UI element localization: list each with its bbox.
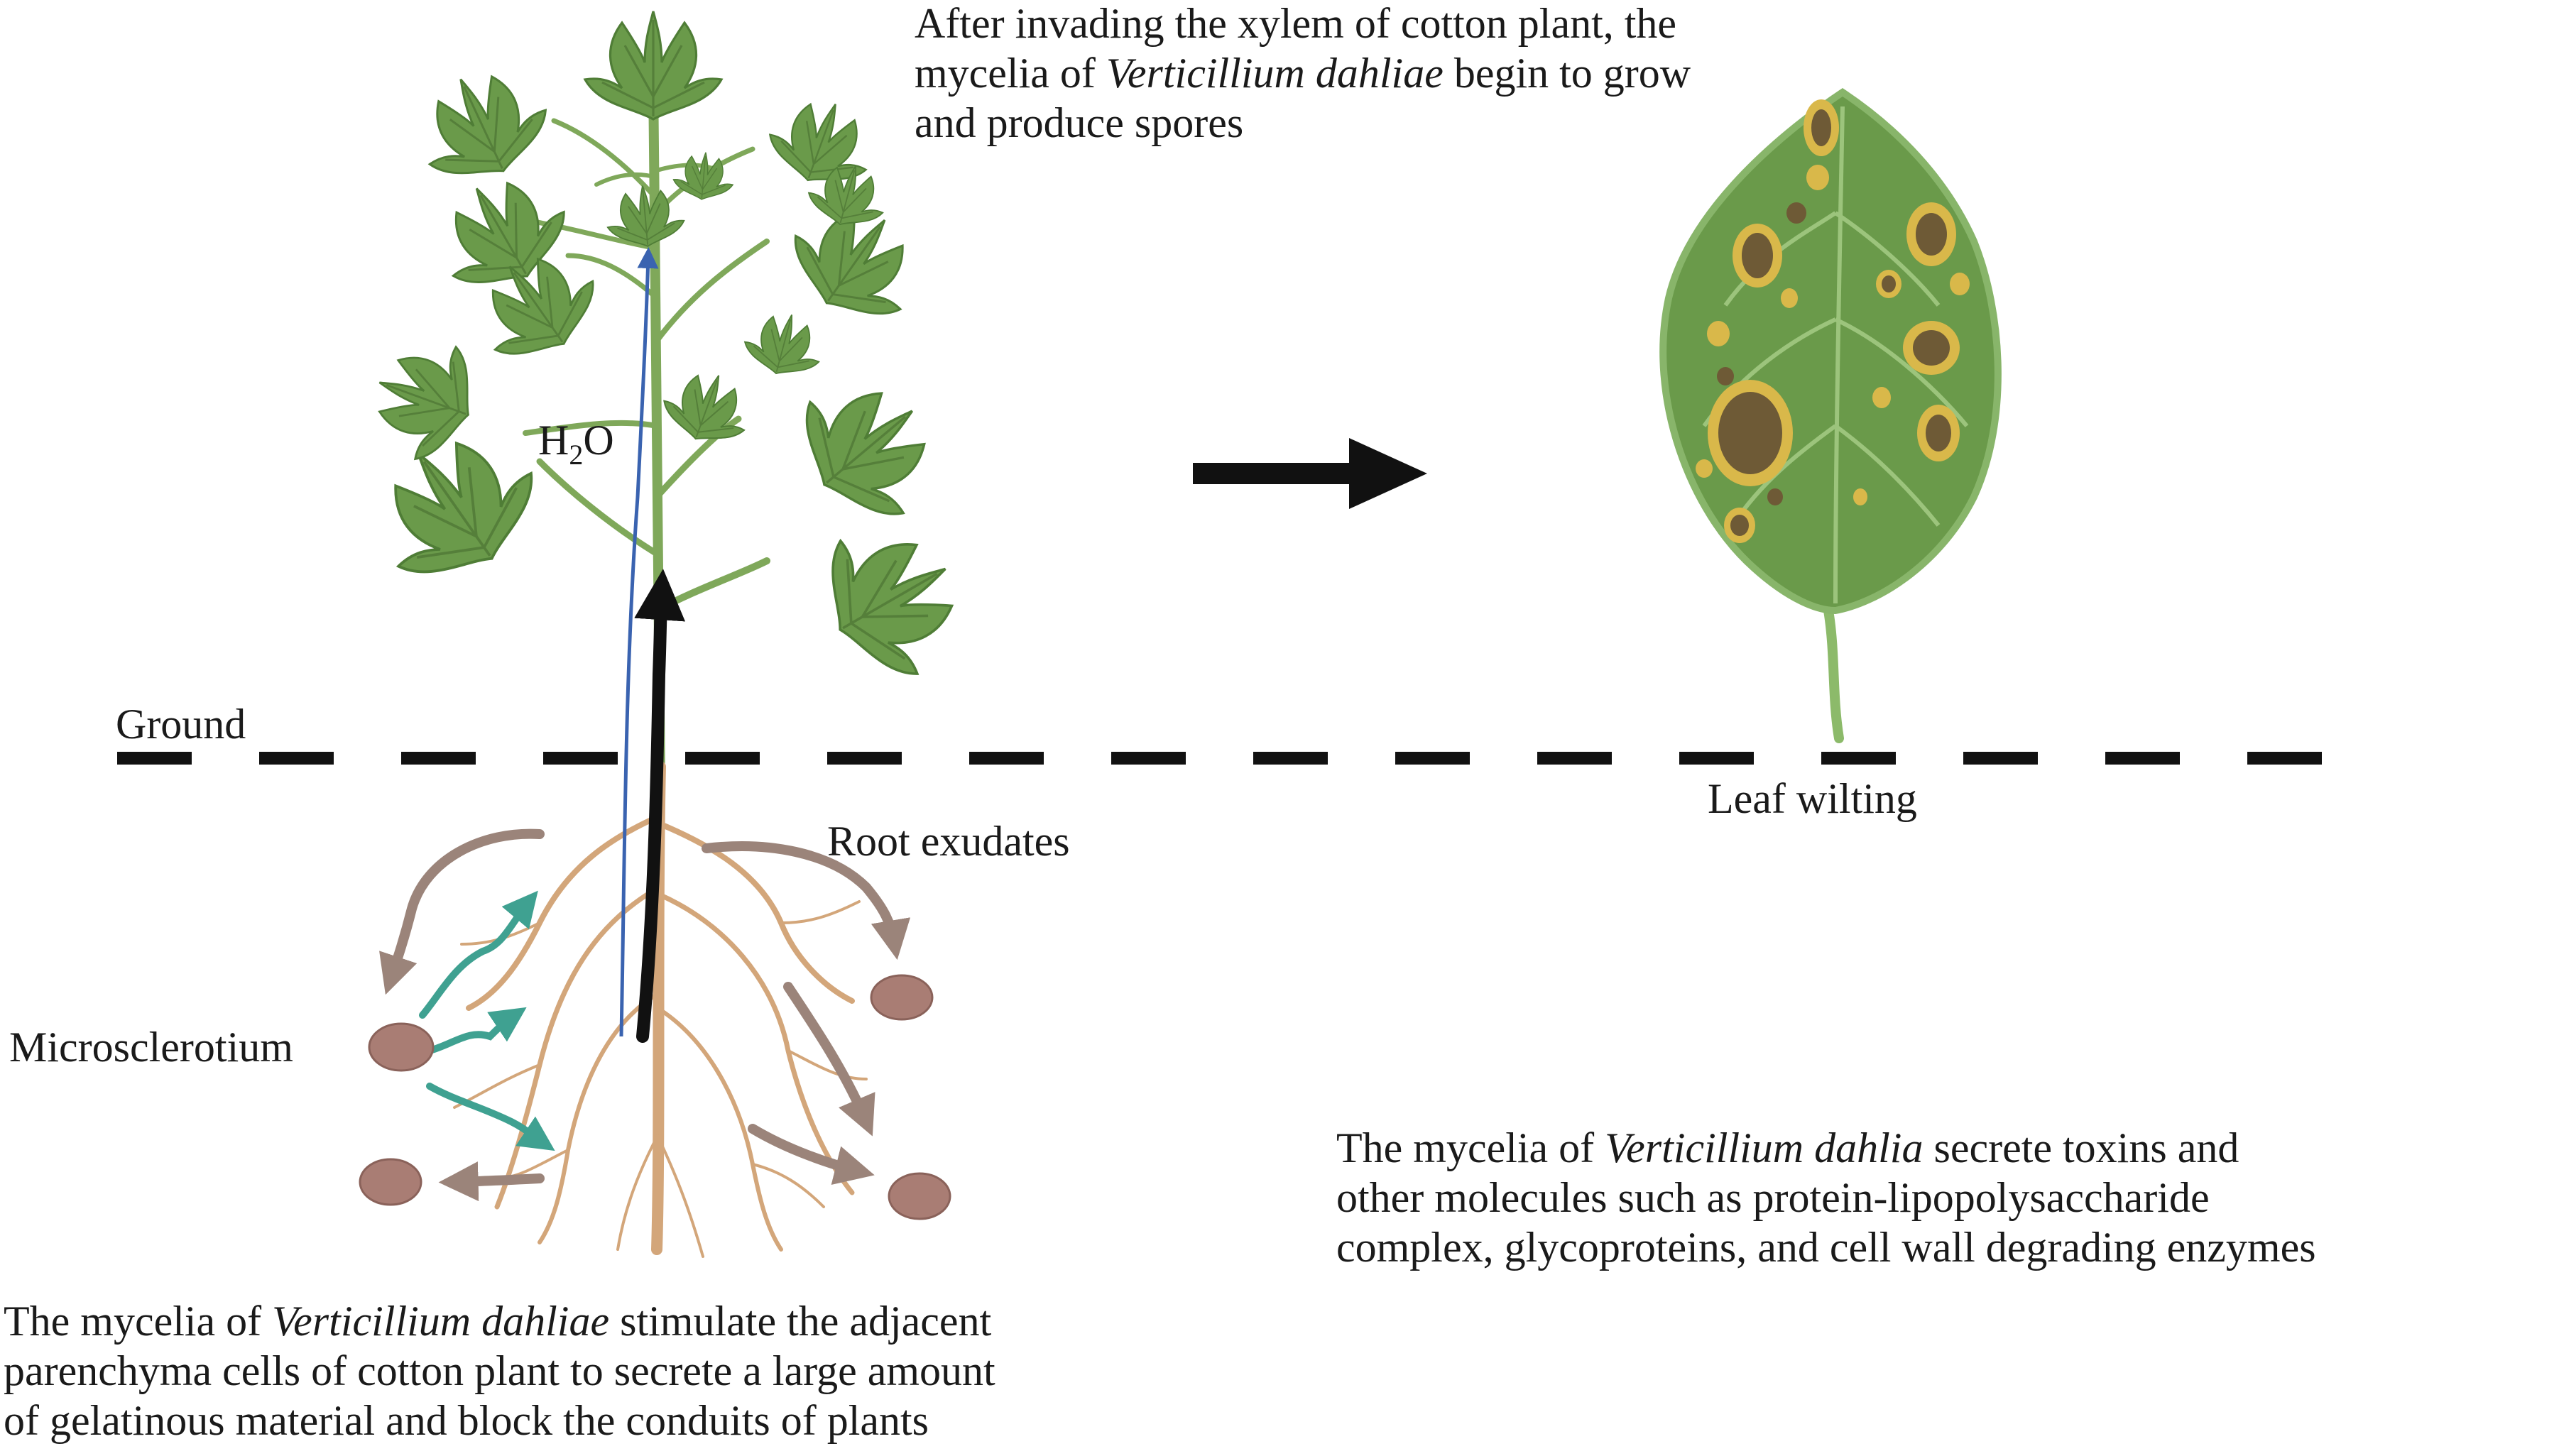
top-caption-line-3: and produce spores bbox=[915, 99, 1244, 146]
bottom-right-caption-line-2: other molecules such as protein-lipopoly… bbox=[1336, 1174, 2210, 1221]
microsclerotium-label: Microsclerotium bbox=[9, 1024, 293, 1071]
water-label: H2O bbox=[538, 417, 614, 471]
water-flow-arrow bbox=[619, 247, 659, 1037]
microsclerotium-right-lower bbox=[888, 1172, 951, 1220]
bottom-left-caption-line-3: of gelatinous material and block the con… bbox=[4, 1397, 929, 1444]
top-caption-line-1: After invading the xylem of cotton plant… bbox=[915, 0, 1677, 47]
root-system bbox=[453, 761, 868, 1258]
leaf-wilting-label: Leaf wilting bbox=[1708, 775, 1917, 822]
bottom-right-caption-line-1: The mycelia of Verticillium dahlia secre… bbox=[1336, 1124, 2239, 1171]
wilted-leaf bbox=[1659, 87, 2002, 743]
bottom-right-caption-line-3: complex, glycoproteins, and cell wall de… bbox=[1336, 1224, 2316, 1271]
bottom-left-caption: The mycelia of Verticillium dahliae stim… bbox=[4, 1296, 995, 1445]
microsclerotia bbox=[359, 974, 951, 1220]
root-exudates-label: Root exudates bbox=[827, 818, 1070, 865]
top-caption-line-2: mycelia of Verticillium dahliae begin to… bbox=[915, 50, 1691, 97]
hyphae-growth-arrows bbox=[419, 890, 555, 1151]
top-caption: After invading the xylem of cotton plant… bbox=[915, 0, 1691, 148]
cotton-plant bbox=[350, 10, 986, 786]
bottom-right-caption: The mycelia of Verticillium dahlia secre… bbox=[1336, 1123, 2316, 1272]
ground-label: Ground bbox=[116, 701, 246, 748]
bottom-left-caption-line-2: parenchyma cells of cotton plant to secr… bbox=[4, 1347, 995, 1394]
microsclerotium-lower-left bbox=[359, 1158, 422, 1206]
microsclerotium-main bbox=[368, 1022, 435, 1072]
microsclerotium-right-upper bbox=[870, 974, 934, 1021]
bottom-left-caption-line-1: The mycelia of Verticillium dahliae stim… bbox=[4, 1298, 992, 1345]
root-exudate-arrows bbox=[379, 828, 911, 1202]
process-arrow bbox=[1193, 438, 1427, 509]
mycelia-invasion-arrow bbox=[634, 569, 686, 1043]
leaf-lesions bbox=[1696, 99, 1970, 543]
